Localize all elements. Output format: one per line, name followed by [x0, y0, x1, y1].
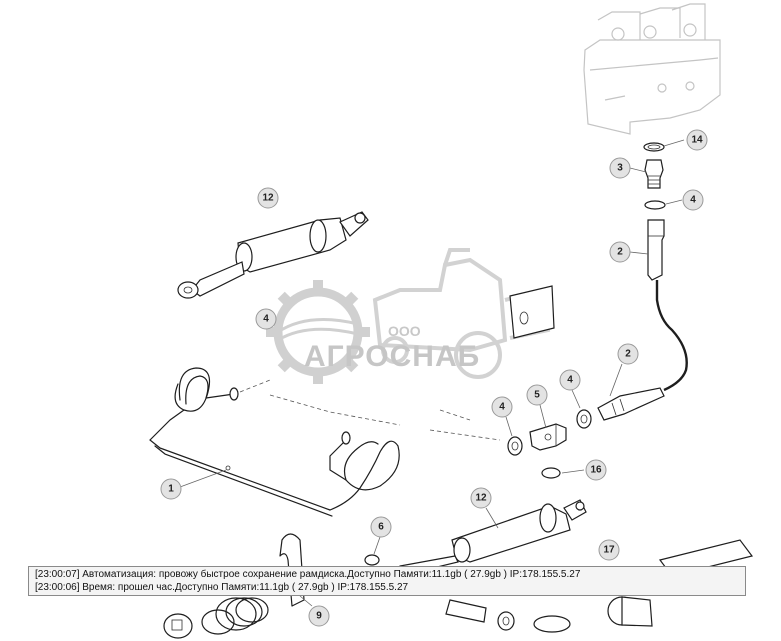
callout-9: 9 [308, 605, 330, 627]
callout-4a: 4 [682, 189, 704, 211]
callout-16: 16 [585, 459, 607, 481]
callout-label: 2 [625, 349, 631, 360]
callout-12b: 12 [470, 487, 492, 509]
console-log-panel: [23:00:07] Автоматизация: провожу быстро… [28, 566, 746, 596]
callout-2b: 2 [617, 343, 639, 365]
washer-4-left [507, 436, 523, 456]
callout-circle [682, 189, 704, 211]
callout-circle [609, 157, 631, 179]
callout-label: 4 [567, 375, 573, 386]
callout-circle [308, 605, 330, 627]
end-cap [163, 613, 193, 639]
callout-circle [470, 487, 492, 509]
callout-label: 4 [499, 402, 505, 413]
callout-layer: 14 3 4 2 12 4 2 5 4 4 16 1 12 6 17 9 [160, 129, 708, 627]
hydraulic-cylinder-12-top [177, 211, 369, 299]
callout-circle [491, 396, 513, 418]
callout-label: 1 [168, 484, 174, 495]
pipe-1 [149, 367, 400, 517]
callout-circle [160, 478, 182, 500]
callout-label: 4 [690, 195, 696, 206]
callout-label: 5 [534, 390, 540, 401]
callout-4c: 4 [559, 369, 581, 391]
callout-12a: 12 [257, 187, 279, 209]
callout-label: 12 [262, 193, 274, 204]
callout-6: 6 [370, 516, 392, 538]
log-line-1: [23:00:07] Автоматизация: провожу быстро… [35, 569, 581, 580]
hydraulic-hose [655, 280, 688, 392]
washer-bottom [497, 611, 515, 631]
callout-17: 17 [598, 539, 620, 561]
callout-circle [617, 343, 639, 365]
callout-circle [526, 384, 548, 406]
callout-label: 3 [617, 163, 623, 174]
u-bracket-9 [279, 533, 305, 607]
callout-label: 16 [590, 465, 602, 476]
callout-label: 2 [617, 247, 623, 258]
callout-label: 9 [316, 611, 322, 622]
callout-circle [609, 241, 631, 263]
callout-label: 12 [475, 493, 487, 504]
callout-4b: 4 [255, 308, 277, 330]
callout-label: 17 [603, 545, 615, 556]
fitting-6 [364, 554, 380, 566]
bushing [533, 596, 653, 633]
pin [445, 599, 487, 623]
callout-label: 6 [378, 522, 384, 533]
hose-end-2-top [647, 219, 665, 281]
leader-lines [179, 139, 685, 607]
watermark-company-name: АГРОСНАБ [304, 340, 480, 373]
callout-circle [255, 308, 277, 330]
spring-coil [201, 597, 269, 635]
callout-label: 4 [263, 314, 269, 325]
log-line-2: [23:00:06] Время: прошел час.Доступно Па… [35, 582, 409, 593]
callout-circle [585, 459, 607, 481]
callout-circle [559, 369, 581, 391]
callout-circle [598, 539, 620, 561]
callout-circle [370, 516, 392, 538]
o-ring-4-top [644, 200, 666, 210]
washer-4-right [576, 409, 592, 429]
callout-3a: 3 [609, 157, 631, 179]
callout-2a: 2 [609, 241, 631, 263]
callout-label: 14 [691, 135, 703, 146]
tee-fitting-5 [529, 423, 567, 451]
bracket-plate [509, 285, 555, 339]
callout-1: 1 [160, 478, 182, 500]
callout-14: 14 [686, 129, 708, 151]
hydraulic-cylinder-12-bottom [399, 499, 587, 577]
o-ring-16 [541, 467, 561, 479]
watermark-logo: ООО АГРОСНАБ [266, 248, 551, 384]
hose-end-2-bottom [597, 387, 665, 421]
callout-circle [257, 187, 279, 209]
adapter-3 [644, 159, 664, 189]
gear-icon [266, 280, 370, 384]
callout-5: 5 [526, 384, 548, 406]
watermark-company-prefix: ООО [388, 323, 421, 339]
callout-circle [686, 129, 708, 151]
callout-4d: 4 [491, 396, 513, 418]
o-ring-14 [643, 142, 665, 152]
valve-block [583, 3, 721, 135]
